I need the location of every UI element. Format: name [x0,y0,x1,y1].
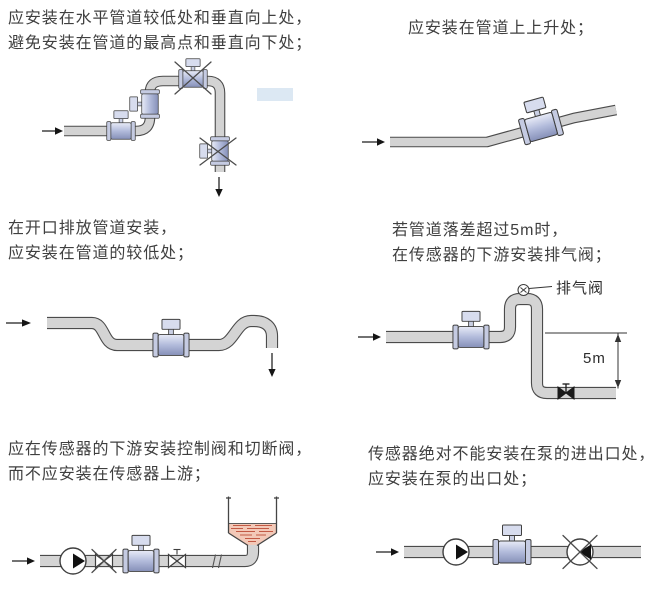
label-leader-line [528,286,553,289]
cross-out-icon [199,137,237,166]
flowmeter-icon [122,534,160,574]
caption-panel-1: 应安装在水平管道较低处和垂直向上处， 避免安装在管道的最高点和垂直向下处； [8,6,312,56]
panel-3-diagram [6,314,279,377]
tank-liquid-dashes [231,525,273,542]
pump-icon [442,538,470,566]
caption-line: 应在传感器的下游安装控制阀和切断阀， [8,441,313,458]
caption-panel-2: 应安装在管道上上升处； [408,16,594,41]
pipe [47,316,277,350]
caption-line: 若管道落差超过5m时， [392,222,569,239]
flow-arrow-icon [215,177,223,197]
cross-out-icon [562,534,598,570]
pipe-break-marks [211,554,223,569]
panel-6-diagram [376,524,641,570]
pump-icon [59,547,87,575]
flowmeter-icon [492,524,532,565]
panel-2-diagram [362,93,617,148]
pipe [386,294,616,398]
caption-line: 在开口排放管道安装， [8,220,178,237]
panel-5-diagram [12,496,279,575]
drop-height-label: 5m [583,350,606,367]
tank-icon [226,496,279,547]
flowmeter-icon [106,110,136,141]
flowmeter-icon [152,318,190,358]
caption-panel-5: 应在传感器的下游安装控制阀和切断阀， 而不应安装在传感器上游； [8,437,312,487]
air-valve-icon [517,283,530,297]
flowmeter-icon [452,310,490,350]
caption-line: 在传感器的下游安装排气阀； [392,247,612,264]
cross-out-icon [91,548,117,574]
flow-arrow-icon [268,353,276,377]
caption-line: 应安装在管道上上升处； [408,20,594,37]
caption-line: 应安装在管道的较低处； [8,245,194,262]
flow-arrow-icon [362,138,385,146]
panel-1-diagram [42,58,293,197]
caption-panel-4: 若管道落差超过5m时， 在传感器的下游安装排气阀； [392,218,612,268]
pipe [386,292,616,400]
caption-line: 避免安装在管道的最高点和垂直向下处； [8,35,313,52]
flow-arrow-icon [42,127,63,135]
pipe [40,542,258,566]
panel-4-diagram: 排气阀 5m [358,280,627,400]
flow-arrow-icon [376,548,399,556]
caption-line: 应安装在泵的出口处； [368,471,538,488]
scan-smudge [257,88,293,101]
air-valve-label: 排气阀 [556,280,604,297]
caption-line: 传感器绝对不能安装在泵的进出口处， [368,446,656,463]
flow-arrow-icon [358,333,381,341]
caption-panel-6: 传感器绝对不能安装在泵的进出口处， 应安装在泵的出口处； [368,442,655,492]
flowmeter-icon [129,89,160,119]
cross-out-icon [174,61,212,95]
flow-arrow-icon [12,557,35,565]
flow-arrow-icon [6,319,31,327]
caption-line: 而不应安装在传感器上游； [8,466,211,483]
flowmeter-icon [178,58,208,89]
valve-stem [173,548,181,555]
caption-line: 应安装在水平管道较低处和垂直向上处， [8,10,313,27]
dimension-5m: 5m [545,332,627,389]
pipe [64,76,225,172]
caption-panel-3: 在开口排放管道安装， 应安装在管道的较低处； [8,216,194,266]
